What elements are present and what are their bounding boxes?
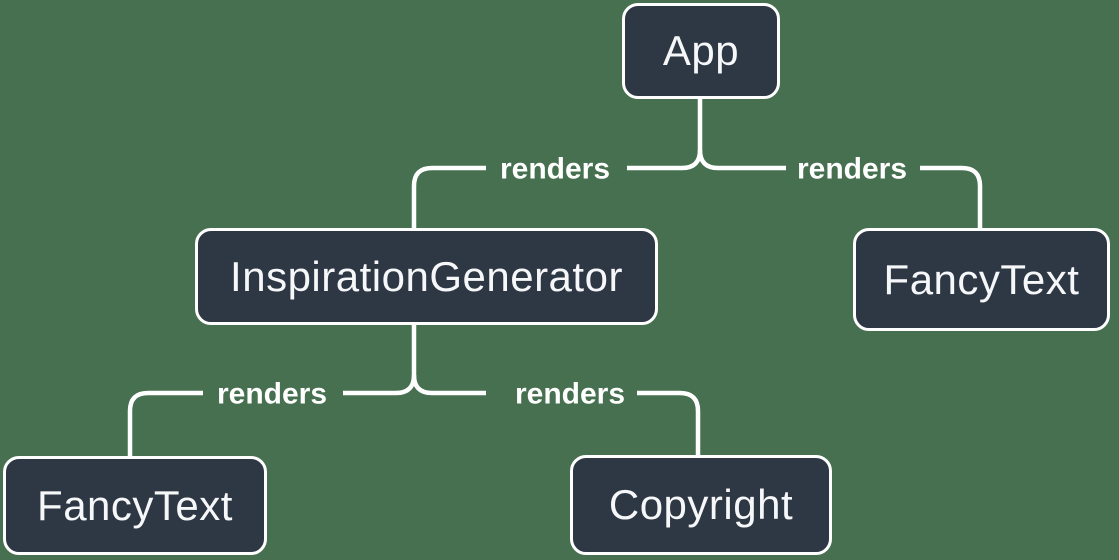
edge-line bbox=[343, 325, 417, 396]
edge-renders-label: renders bbox=[515, 378, 625, 411]
node-inspiration-generator: InspirationGenerator bbox=[195, 228, 658, 325]
edge-inspirationgenerator-to-fancytext: renders bbox=[127, 325, 417, 456]
edge-line bbox=[627, 99, 703, 171]
edge-app-to-inspirationgenerator: renders bbox=[411, 99, 703, 228]
edge-renders-label: renders bbox=[500, 153, 610, 186]
node-label: Copyright bbox=[608, 481, 794, 528]
edge-line bbox=[697, 149, 786, 171]
edge-line bbox=[637, 390, 701, 455]
node-copyright: Copyright bbox=[570, 455, 832, 555]
node-fancy-text-bottom-left: FancyText bbox=[3, 456, 267, 555]
edge-app-to-fancytext: renders bbox=[697, 149, 983, 228]
edge-inspirationgenerator-to-copyright: renders bbox=[411, 374, 701, 455]
edge-line bbox=[411, 165, 486, 228]
node-app: App bbox=[622, 3, 780, 99]
edge-line bbox=[127, 390, 203, 456]
edge-line bbox=[411, 374, 486, 396]
edge-renders-label: renders bbox=[797, 153, 907, 186]
node-label: FancyText bbox=[883, 255, 1080, 303]
node-fancy-text-top-right: FancyText bbox=[853, 228, 1110, 331]
node-label: InspirationGenerator bbox=[230, 252, 623, 300]
edge-line bbox=[920, 165, 983, 228]
edge-renders-label: renders bbox=[217, 378, 327, 411]
node-label: FancyText bbox=[37, 481, 233, 529]
node-label: App bbox=[662, 27, 740, 74]
